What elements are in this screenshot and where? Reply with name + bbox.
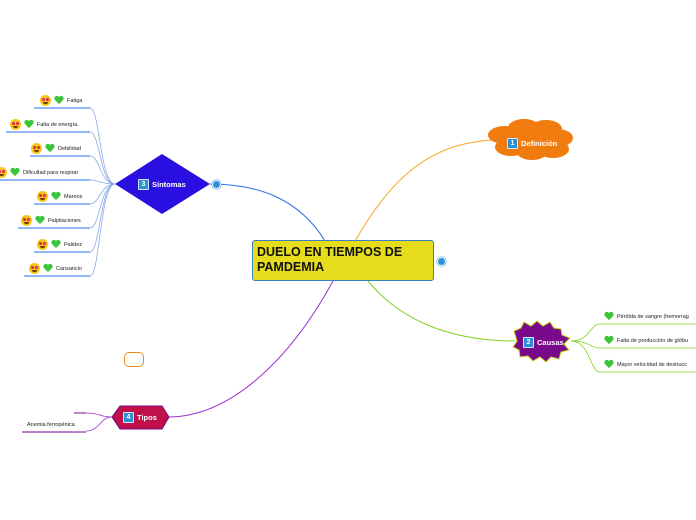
tipos-label: Tipos [137,413,157,422]
leaf-label: Palidez [64,241,83,248]
connector-definicion [354,139,501,242]
collapse-icon[interactable] [437,257,446,266]
central-topic[interactable]: DUELO EN TIEMPOS DE PAMDEMIA [252,240,434,281]
list-item[interactable]: Mayor velocidad de destrucc [604,360,687,369]
leaf-label: Debilidad [58,145,81,152]
sintomas-node-shape[interactable] [115,154,210,214]
leaf-label: Dificultad para respirar [23,169,79,176]
leaf-label: Mayor velocidad de destrucc [617,361,688,368]
tipos-leaf-connectors [85,412,113,432]
tipos-node[interactable]: 4 Tipos [123,412,157,423]
green-heart-icon [54,96,64,105]
heart-eyes-emoji-icon [10,119,21,130]
list-item[interactable]: Dificultad para respirar [0,167,78,178]
leaf-label: Falta de energía. [37,121,79,128]
number-2-icon: 2 [523,337,534,348]
green-heart-icon [604,312,614,321]
causas-node[interactable]: 2 Causas [523,337,564,348]
heart-eyes-emoji-icon [29,263,40,274]
causas-node-shape[interactable] [512,320,571,363]
tipos-node-shape[interactable] [111,405,170,430]
green-heart-icon [51,192,61,201]
connector-causas [367,280,516,342]
leaf-label: Fatiga [67,97,83,104]
green-heart-icon [604,360,614,369]
green-heart-icon [43,264,53,273]
definicion-node[interactable]: 1 Definición [507,138,557,149]
list-item[interactable]: Fatiga [40,95,82,106]
list-item[interactable]: Cansancio [29,263,82,274]
heart-eyes-emoji-icon [40,95,51,106]
heart-eyes-emoji-icon [0,167,7,178]
list-item[interactable]: Falta de producción de glóbu [604,336,688,345]
number-1-icon: 1 [507,138,518,149]
sintomas-leaf-underlines [0,107,90,277]
empty-floating-node[interactable] [124,352,144,367]
list-item[interactable]: Palpitaciones [21,215,81,226]
sintomas-node[interactable]: 3 Síntomas [138,179,186,190]
leaf-label: Cansancio [56,265,82,272]
number-4-icon: 4 [123,412,134,423]
green-heart-icon [10,168,20,177]
number-3-icon: 3 [138,179,149,190]
green-heart-icon [24,120,34,129]
list-item[interactable]: Falta de energía. [10,119,79,130]
definicion-label: Definición [521,139,558,148]
heart-eyes-emoji-icon [37,191,48,202]
tipos-leaf-underlines [22,412,86,433]
list-item[interactable]: Anemia ferropénica [27,422,75,428]
connector-tipos [167,280,334,418]
leaf-label: Falta de producción de glóbu [617,337,688,344]
sintomas-label: Síntomas [152,180,186,189]
causas-leaf-connectors [570,323,696,373]
heart-eyes-emoji-icon [21,215,32,226]
green-heart-icon [45,144,55,153]
list-item[interactable]: Mareos [37,191,82,202]
list-item[interactable]: Debilidad [31,143,81,154]
causas-label: Causas [537,338,564,347]
heart-eyes-emoji-icon [31,143,42,154]
list-item[interactable]: Palidez [37,239,82,250]
heart-eyes-emoji-icon [37,239,48,250]
leaf-label: Palpitaciones [48,217,81,224]
connector-sintomas [209,183,326,242]
collapse-icon[interactable] [212,180,221,189]
list-item[interactable]: Pérdida de sangre (hemorrag [604,312,689,321]
green-heart-icon [604,336,614,345]
green-heart-icon [51,240,61,249]
central-topic-label: DUELO EN TIEMPOS DE PAMDEMIA [257,245,403,274]
leaf-label: Mareos [64,193,83,200]
leaf-label: Anemia ferropénica [27,422,75,428]
leaf-label: Pérdida de sangre (hemorrag [617,313,689,320]
sintomas-leaf-connectors [89,107,116,277]
green-heart-icon [35,216,45,225]
